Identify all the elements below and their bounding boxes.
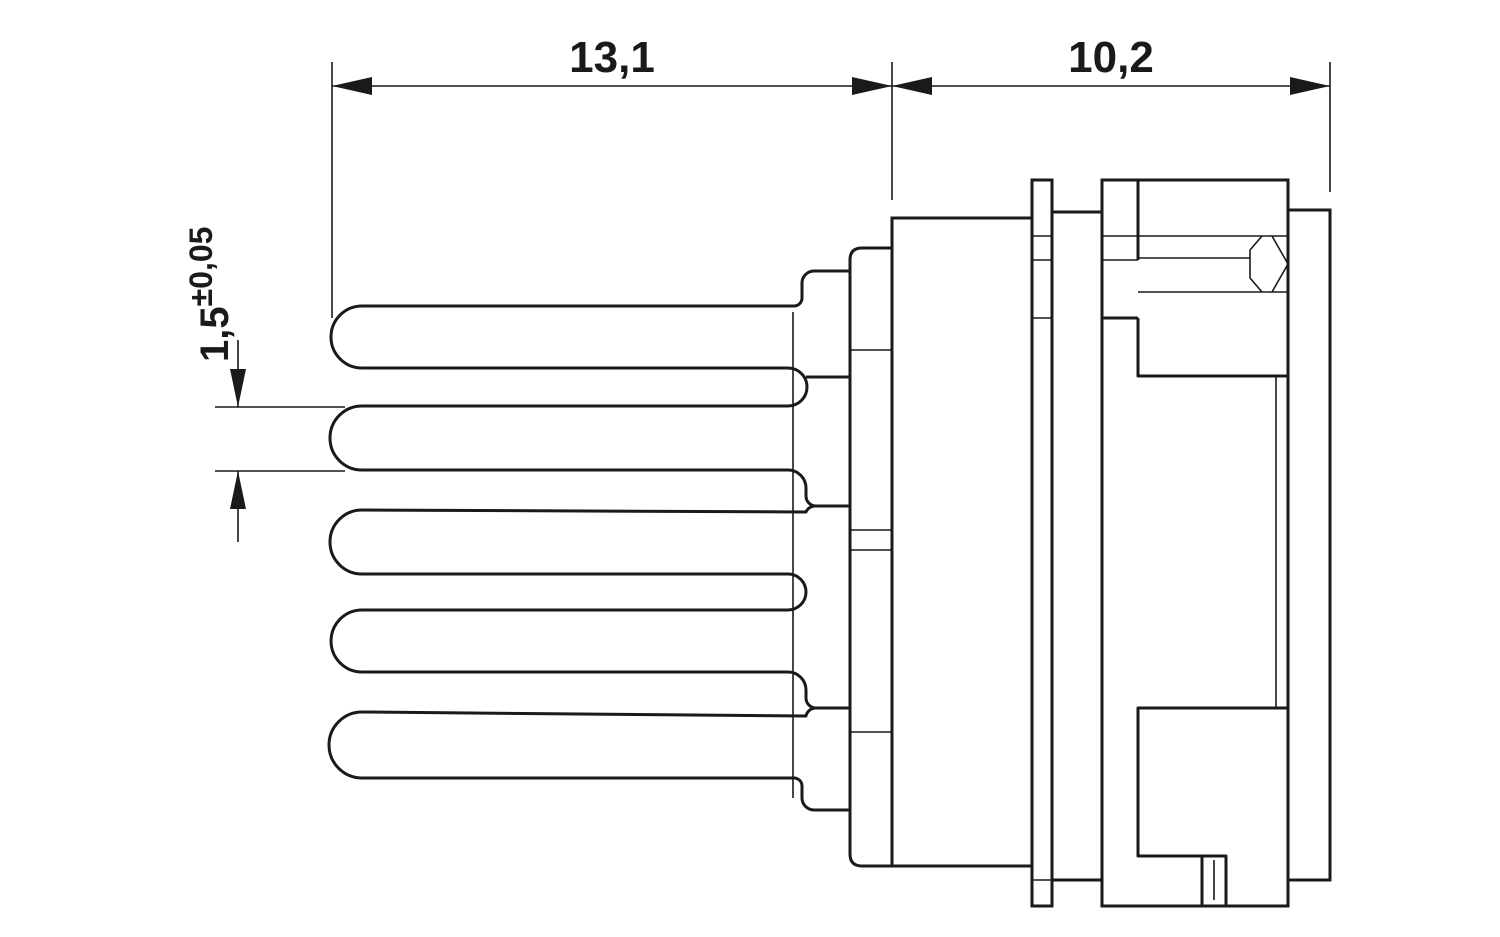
dimension-pin-length: 13,1 [331, 33, 893, 318]
latch-hook [1271, 235, 1289, 293]
dimension-housing-depth: 10,2 [892, 33, 1331, 192]
pin-pitch-label: 1,5±0,05 [183, 227, 237, 362]
arrowhead [332, 77, 372, 95]
pin-pitch-value: 1,5 [193, 306, 237, 362]
pin-pitch-tolerance: ±0,05 [183, 227, 219, 307]
keyway-lower [1136, 706, 1288, 858]
arrowhead [230, 369, 246, 407]
arrowhead [852, 77, 892, 95]
arrowhead [892, 77, 932, 95]
housing-body [890, 216, 1034, 868]
keyway-upper [1136, 318, 1288, 378]
flange-plate [1030, 178, 1054, 908]
flange [1030, 178, 1054, 908]
arrowhead [230, 471, 246, 509]
contact-pin [327, 269, 850, 812]
rear-step [848, 246, 894, 868]
front-housing-outline [1100, 178, 1332, 908]
dimension-pin-pitch: 1,5±0,05 [183, 227, 345, 542]
latch-hook [1249, 235, 1263, 293]
contact-pins [327, 269, 850, 812]
front-housing [1100, 178, 1332, 908]
lower-latch [1200, 854, 1228, 908]
pin-length-label: 13,1 [569, 33, 655, 82]
housing-depth-label: 10,2 [1068, 33, 1154, 82]
housing-rear-step [848, 246, 894, 868]
mid-section [1052, 210, 1102, 882]
arrowhead [1290, 77, 1330, 95]
